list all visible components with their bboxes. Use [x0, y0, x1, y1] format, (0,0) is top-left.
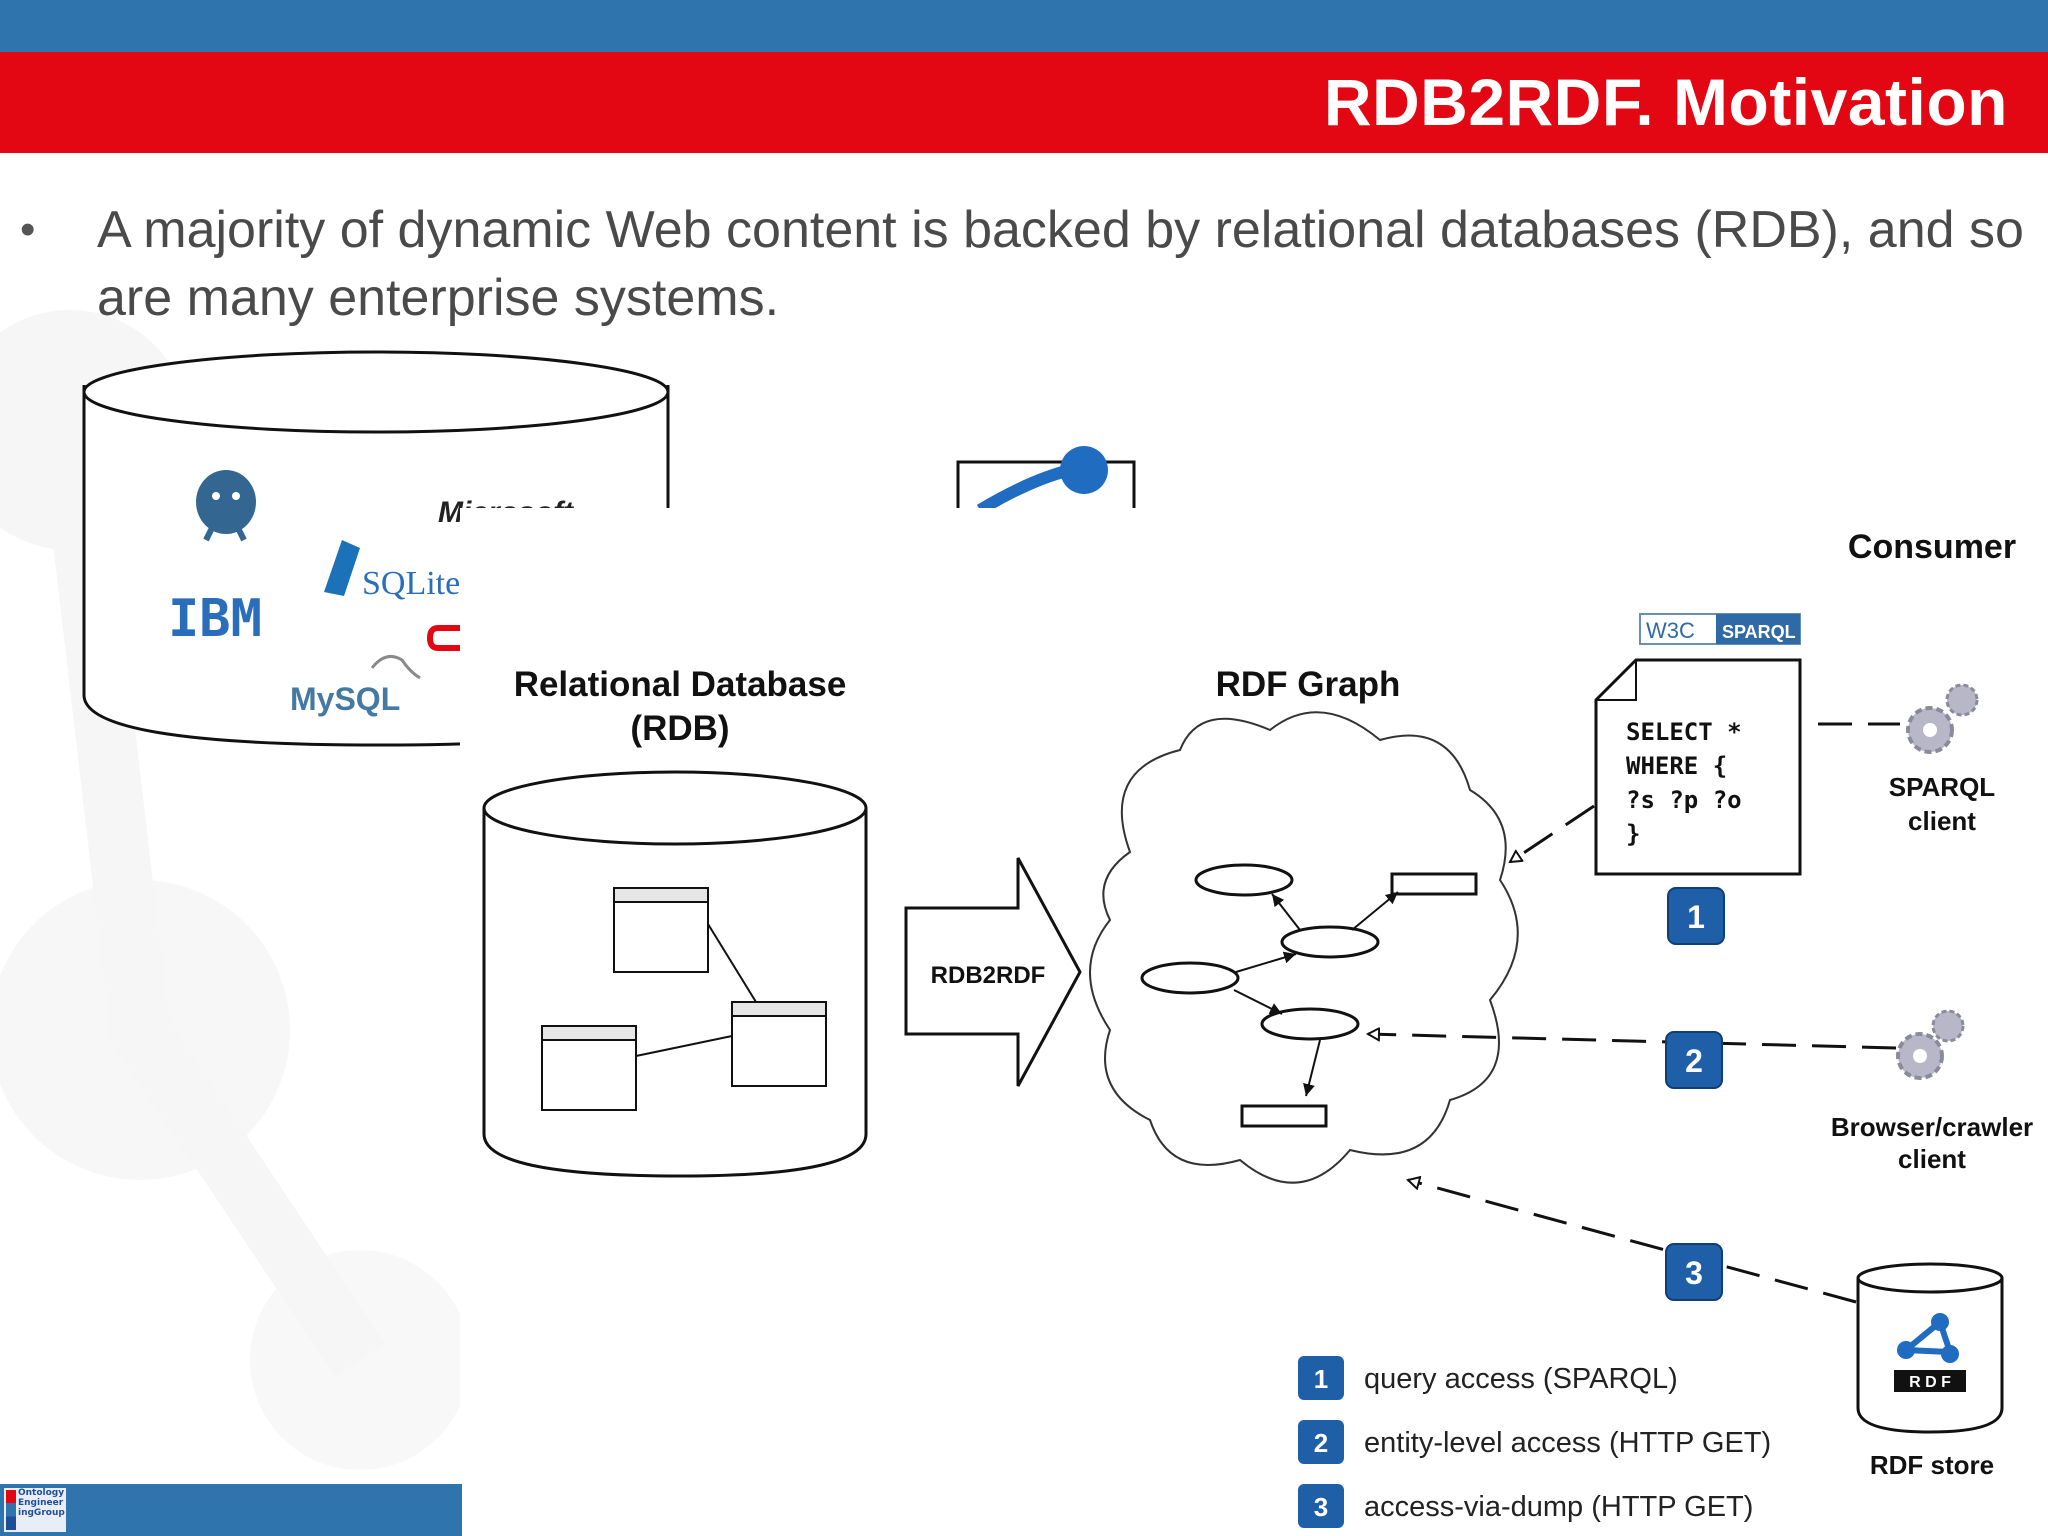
- rdb-cylinder: [482, 770, 868, 1178]
- rdf-graph-edges: [1233, 891, 1399, 1097]
- oracle-logo-fragment: [426, 625, 462, 651]
- browser-client-label: Browser/crawler: [1831, 1112, 2033, 1142]
- sparql-client-label: SPARQL: [1889, 772, 1996, 802]
- title-color-band: [0, 52, 2048, 153]
- rdf-graph-nodes: [1140, 863, 1478, 1128]
- diagram-marker-2: 2: [1665, 1031, 1723, 1089]
- svg-text:SQLite: SQLite: [362, 565, 460, 602]
- svg-text:3: 3: [1685, 1255, 1703, 1291]
- svg-text:2: 2: [1685, 1043, 1703, 1079]
- rdb-label-sub: (RDB): [630, 709, 729, 748]
- svg-text:2: 2: [1314, 1428, 1328, 1458]
- rdf-graph-label: RDF Graph: [1216, 665, 1401, 704]
- top-color-band: [0, 0, 2048, 52]
- legend-item-2: 2 entity-level access (HTTP GET): [1298, 1420, 1771, 1464]
- svg-text:W3C: W3C: [1646, 618, 1695, 643]
- rdf-logo-icon: R D F: [1894, 1310, 1966, 1392]
- ibm-logo: IBM: [168, 589, 262, 649]
- rdb2rdf-arrow-label: RDB2RDF: [931, 962, 1046, 989]
- svg-text:MySQL: MySQL: [290, 681, 400, 717]
- sqlite-logo: SQLite: [324, 540, 460, 602]
- diagram-marker-1: 1: [1667, 887, 1725, 945]
- rdb2rdf-arrow: [904, 857, 1082, 1087]
- rdb-tables: [541, 887, 827, 1111]
- postgresql-logo: [196, 470, 256, 542]
- diagram-marker-3: 3: [1665, 1243, 1723, 1301]
- bullet-marker: •: [20, 205, 36, 254]
- svg-text:1: 1: [1687, 899, 1705, 935]
- svg-text:R D F: R D F: [1909, 1374, 1951, 1391]
- mysql-logo: MySQL: [290, 654, 421, 717]
- svg-text:entity-level access (HTTP GET): entity-level access (HTTP GET): [1364, 1427, 1771, 1459]
- sparql-query-text: SELECT * WHERE { ?s ?p ?o }: [1626, 718, 1742, 848]
- w3c-sparql-badge: W3C SPARQL: [1639, 613, 1801, 645]
- sparql-client-gear-icon: [1906, 683, 1979, 754]
- legend-item-1: 1 query access (SPARQL): [1298, 1356, 1678, 1400]
- bullet-text: A majority of dynamic Web content is bac…: [97, 201, 2024, 327]
- slide-title: RDB2RDF. Motivation: [1323, 65, 2008, 139]
- rdb-label: Relational Database: [514, 665, 847, 704]
- consumer-label: Consumer: [1848, 528, 2016, 566]
- svg-text:query access (SPARQL): query access (SPARQL): [1364, 1363, 1678, 1395]
- svg-text:WHERE {: WHERE {: [1626, 752, 1727, 780]
- svg-text:access-via-dump (HTTP GET): access-via-dump (HTTP GET): [1364, 1491, 1753, 1523]
- svg-text:SPARQL: SPARQL: [1722, 622, 1796, 642]
- sparql-client-label-sub: client: [1908, 806, 1976, 836]
- rdf-store-label: RDF store: [1870, 1450, 1994, 1480]
- svg-text:SELECT *: SELECT *: [1626, 718, 1742, 746]
- sparql-query-document: [1594, 658, 1802, 876]
- browser-client-label-sub: client: [1898, 1144, 1966, 1174]
- browser-crawler-gear-icon: [1896, 1009, 1965, 1080]
- svg-text:}: }: [1626, 820, 1640, 848]
- svg-text:1: 1: [1314, 1364, 1328, 1394]
- svg-text:?s ?p ?o: ?s ?p ?o: [1626, 786, 1742, 814]
- footer-band: [0, 1484, 462, 1536]
- legend-item-3: 3 access-via-dump (HTTP GET): [1298, 1484, 1753, 1528]
- svg-text:3: 3: [1314, 1492, 1328, 1522]
- ontology-group-logo: Ontology Engineer ingGroup: [4, 1488, 66, 1532]
- access-connectors: [1368, 722, 1900, 1304]
